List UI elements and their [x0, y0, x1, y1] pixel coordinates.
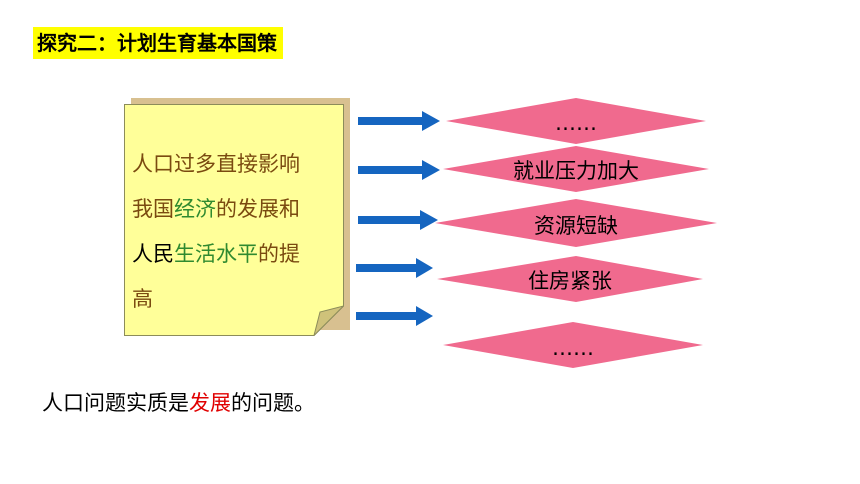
note-line-2-b: 经济	[174, 197, 216, 221]
conclusion-highlight: 发展	[189, 391, 231, 415]
diamond-1	[446, 98, 706, 144]
note-line-4: 高	[132, 277, 338, 322]
note-line-4-text: 高	[132, 287, 153, 311]
effect-4: 住房紧张	[528, 269, 612, 293]
arrow-3	[358, 210, 438, 230]
page-title: 探究二：计划生育基本国策	[33, 27, 283, 59]
effect-2: 就业压力加大	[513, 159, 639, 183]
note-line-1: 人口过多直接影响	[132, 142, 338, 187]
conclusion-after: 的问题。	[231, 391, 315, 415]
arrow-5	[356, 306, 433, 326]
note-line-2-c: 的发展和	[216, 197, 300, 221]
note-line-2: 我国经济的发展和	[132, 187, 338, 232]
note-line-3: 人民生活水平的提	[132, 232, 338, 277]
note-line-1-text: 人口过多直接影响	[132, 152, 300, 176]
note-line-3-b: 生活水平	[174, 242, 258, 266]
sticky-note-shape	[124, 104, 344, 336]
note-line-3-a: 人民	[132, 242, 174, 266]
diamond-3	[435, 199, 717, 247]
conclusion-before: 人口问题实质是	[42, 391, 189, 415]
conclusion-text: 人口问题实质是发展的问题。	[42, 387, 315, 419]
arrow-4	[356, 258, 433, 278]
note-line-2-a: 我国	[132, 197, 174, 221]
diamond-5	[443, 322, 703, 368]
effect-5: ……	[552, 336, 594, 360]
note-text: 人口过多直接影响 我国经济的发展和 人民生活水平的提 高	[132, 142, 338, 322]
sticky-note: 人口过多直接影响 我国经济的发展和 人民生活水平的提 高	[124, 104, 344, 336]
note-line-3-c: 的提	[258, 242, 300, 266]
arrow-2	[358, 160, 440, 180]
effect-1: ……	[555, 111, 597, 135]
note-fold	[313, 305, 344, 336]
diamond-2	[443, 146, 709, 192]
arrow-1	[358, 111, 440, 131]
diamond-4	[437, 256, 703, 302]
effect-3: 资源短缺	[534, 214, 618, 238]
